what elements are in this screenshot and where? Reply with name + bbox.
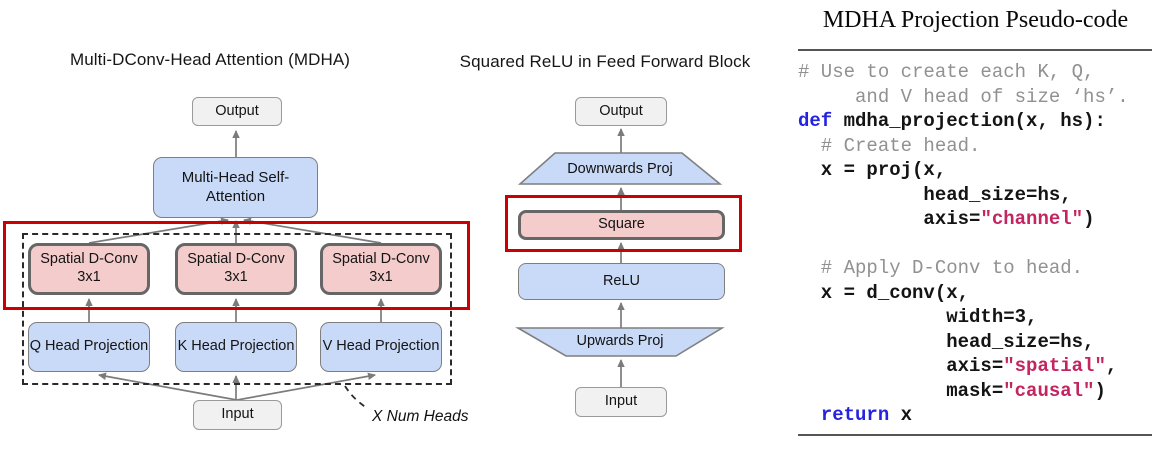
code-line: x = proj(x,: [798, 158, 1153, 183]
code-line: def mdha_projection(x, hs):: [798, 109, 1153, 134]
code-line: head_size=hs,: [798, 330, 1153, 355]
code-segment-plain: ): [1083, 208, 1095, 230]
square-highlight-rect: [505, 195, 742, 252]
code-segment-plain: ): [1094, 379, 1106, 402]
num-heads-annotation: X Num Heads: [372, 408, 469, 425]
code-segment-comment: and V head of size ‘hs’.: [798, 85, 1129, 108]
num-heads-pointer-line: [344, 385, 368, 409]
code-segment-plain: head_size=hs,: [798, 183, 1072, 206]
code-segment-plain: x: [889, 404, 913, 426]
code-segment-comment: # Create head.: [798, 134, 981, 157]
code-segment-comment: # Apply D-Conv to head.: [798, 257, 1084, 279]
spatial-dconv-box-q: Spatial D-Conv 3x1: [28, 243, 150, 295]
relu-box: ReLU: [518, 263, 725, 300]
code-line: mask="causal"): [798, 379, 1153, 404]
code-line: # Apply D-Conv to head.: [798, 256, 1153, 281]
code-line: axis="channel"): [798, 207, 1153, 232]
mdha-highlight-rect: [3, 221, 470, 310]
code-segment-string: "spatial": [1003, 355, 1106, 377]
code-segment-keyword: return: [820, 404, 890, 426]
left-diagram-title: Multi-DConv-Head Attention (MDHA): [69, 50, 351, 69]
code-segment-plain: ,: [1105, 355, 1118, 377]
code-segment-plain: mdha_projection(x, hs):: [832, 110, 1106, 132]
mdha-output-box: Output: [192, 97, 282, 126]
code-line: head_size=hs,: [798, 183, 1153, 208]
code-segment-string: "causal": [1003, 379, 1095, 402]
middle-diagram-title: Squared ReLU in Feed Forward Block: [459, 52, 751, 71]
ffn-input-box: Input: [575, 387, 667, 417]
q-head-projection-box: Q Head Projection: [28, 322, 150, 372]
downwards-proj-label: Downwards Proj: [567, 160, 673, 177]
spatial-dconv-box-k: Spatial D-Conv 3x1: [175, 243, 297, 295]
pseudocode-bottom-rule: [798, 434, 1152, 436]
code-segment-plain: head_size=hs,: [798, 330, 1095, 353]
code-segment-plain: x = proj(x,: [798, 159, 947, 181]
code-segment-comment: # Use to create each K, Q,: [798, 61, 1095, 83]
code-segment-plain: axis=: [798, 355, 1004, 377]
pseudocode-title: MDHA Projection Pseudo-code: [822, 7, 1129, 33]
code-segment-plain: width=3,: [798, 306, 1038, 328]
code-line: x = d_conv(x,: [798, 281, 1153, 306]
code-segment-plain: mask=: [798, 379, 1004, 402]
mdha-input-box: Input: [193, 400, 282, 430]
code-line: axis="spatial",: [798, 354, 1153, 379]
code-line: # Create head.: [798, 134, 1153, 159]
pseudocode-top-rule: [798, 49, 1152, 51]
ffn-output-box: Output: [575, 97, 667, 126]
multi-head-self-attention-box: Multi-Head Self-Attention: [153, 157, 318, 218]
spatial-dconv-box-v: Spatial D-Conv 3x1: [320, 243, 442, 295]
code-segment-plain: [798, 404, 821, 426]
code-segment-plain: x = d_conv(x,: [798, 281, 970, 304]
code-line: and V head of size ‘hs’.: [798, 85, 1153, 110]
code-segment-keyword: def: [798, 110, 833, 132]
square-box: Square: [518, 210, 725, 240]
code-line: return x: [798, 403, 1153, 428]
pseudocode-block: # Use to create each K, Q, and V head of…: [798, 60, 1153, 428]
code-line: [798, 232, 1153, 257]
upwards-proj-label: Upwards Proj: [576, 333, 664, 349]
code-line: width=3,: [798, 305, 1153, 330]
code-segment-plain: axis=: [798, 208, 981, 230]
v-head-projection-box: V Head Projection: [320, 322, 442, 372]
code-line: # Use to create each K, Q,: [798, 60, 1153, 85]
k-head-projection-box: K Head Projection: [175, 322, 297, 372]
code-segment-string: "channel": [980, 208, 1084, 230]
